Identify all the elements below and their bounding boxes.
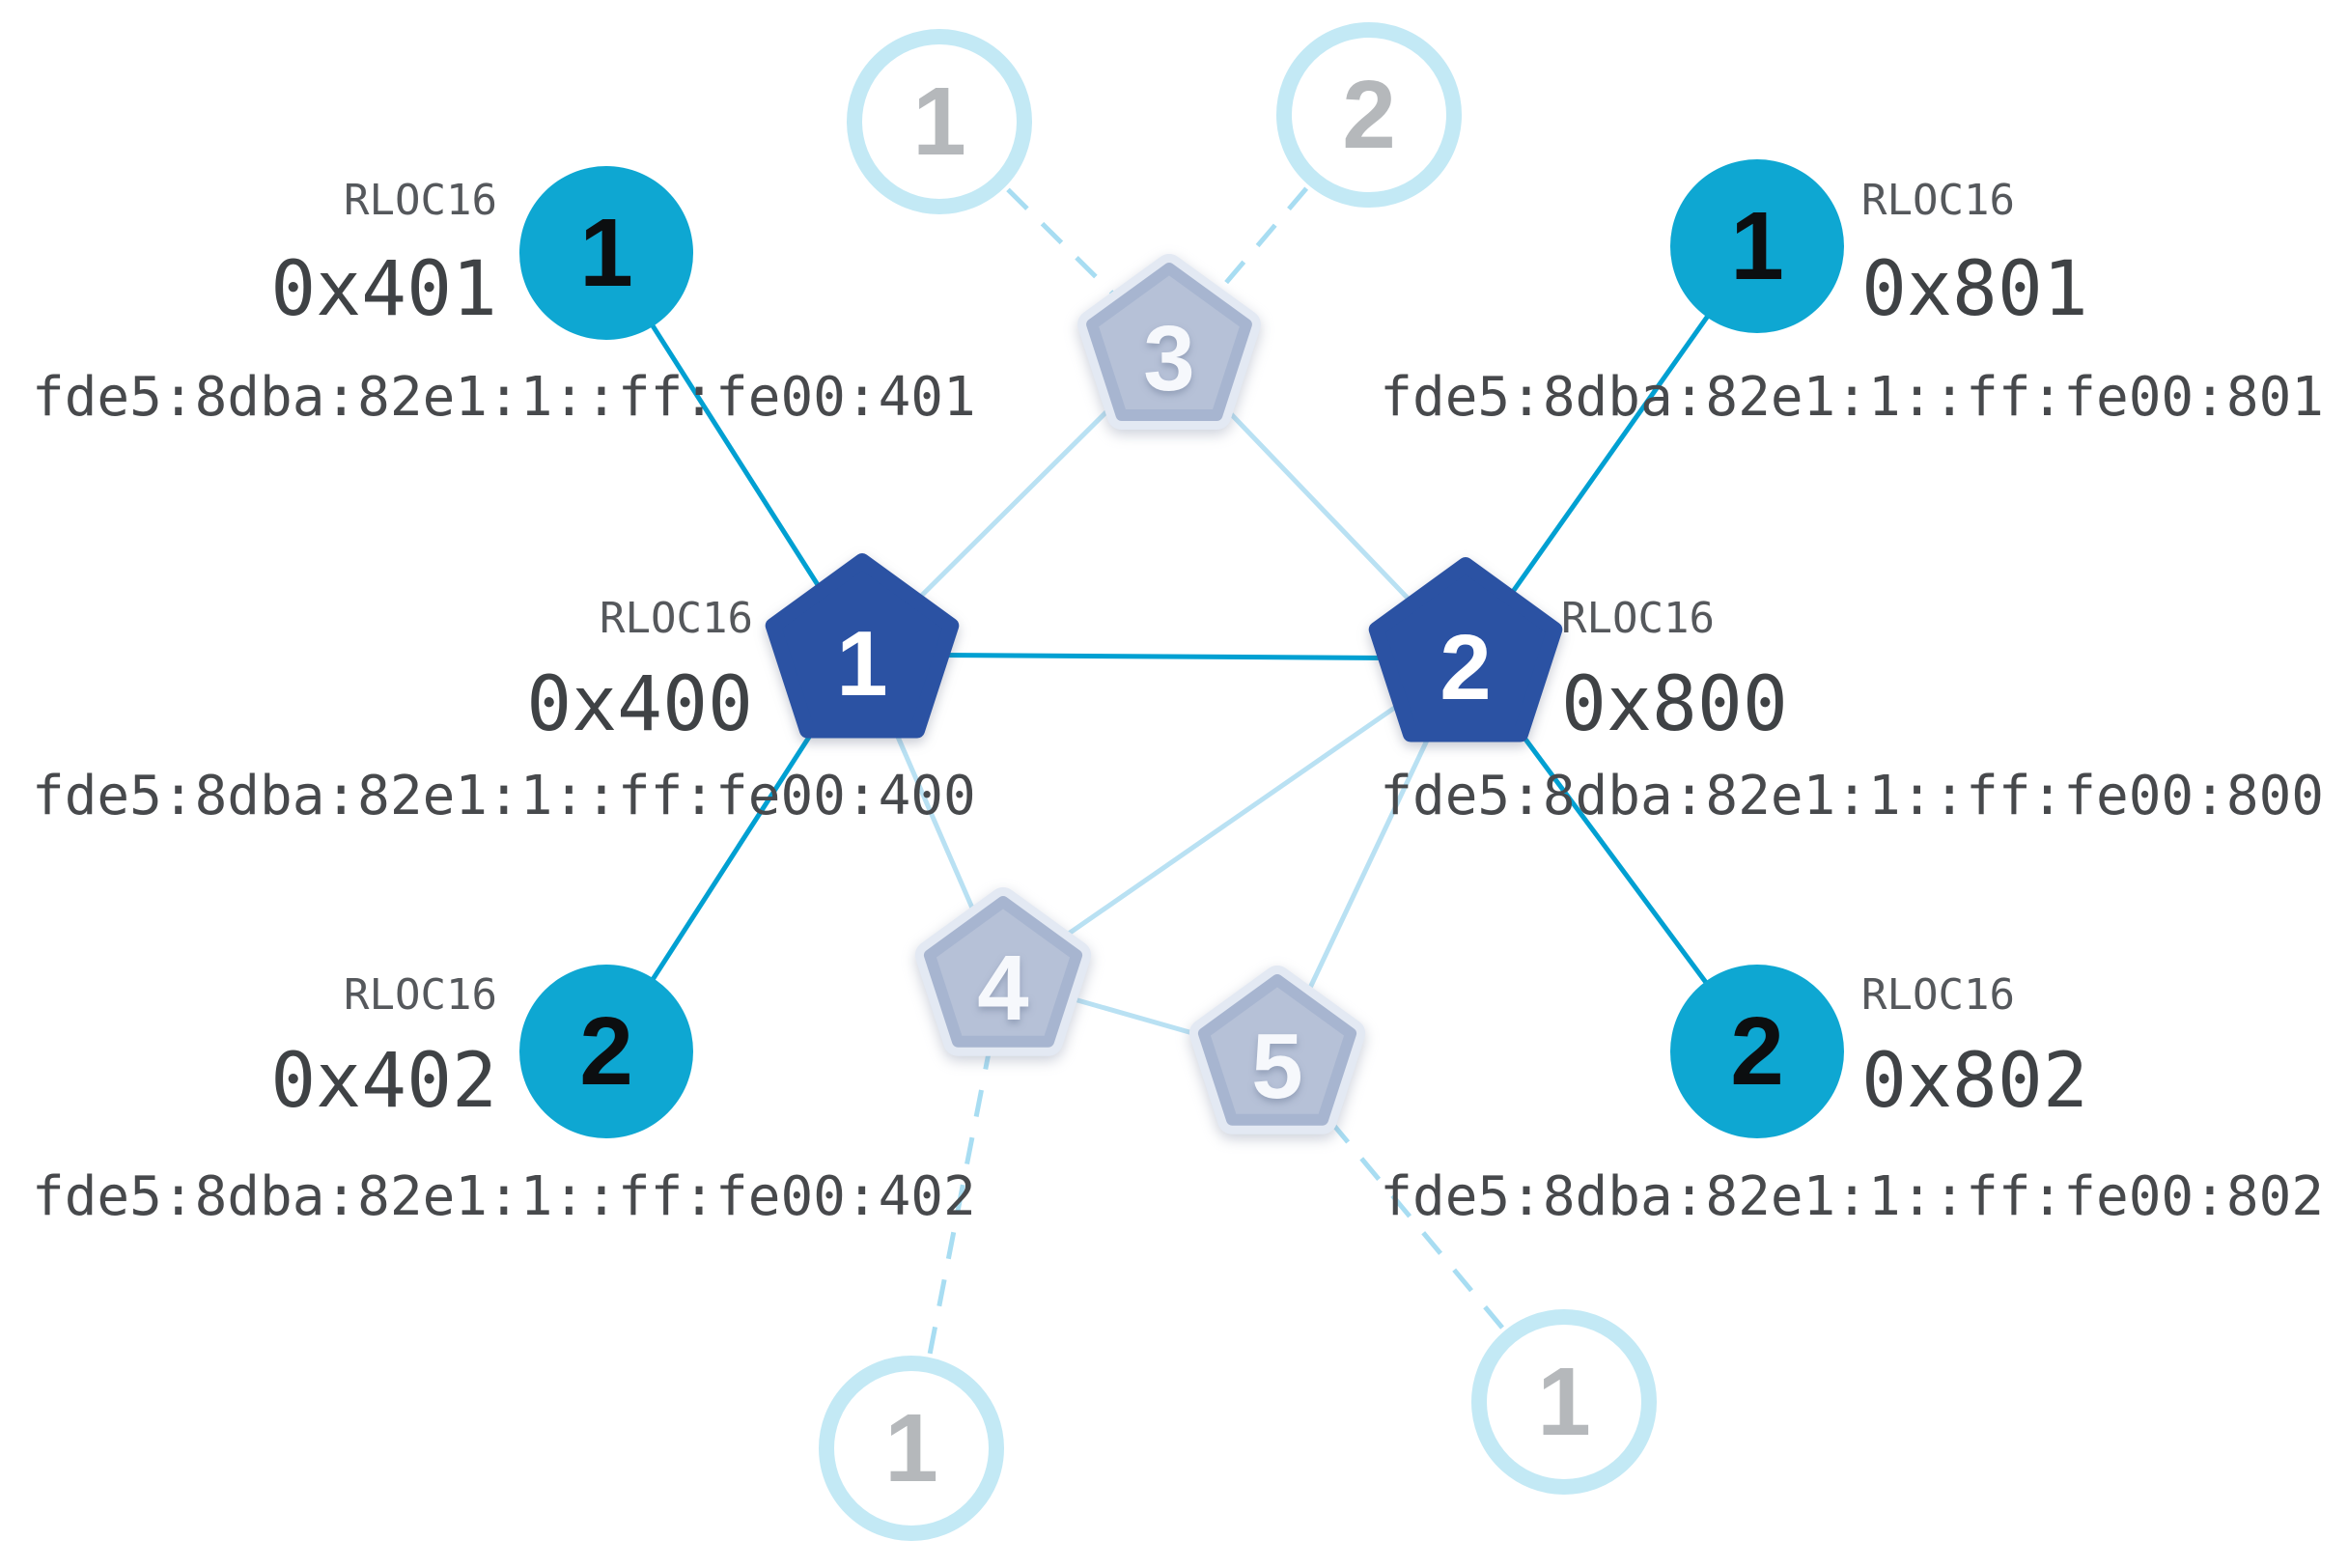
rloc16-value-0x802: 0x802: [1861, 1038, 2088, 1125]
node-badge: 2: [1440, 616, 1492, 719]
pentagon-icon: [765, 553, 960, 739]
faded-router-node-4: 4: [878, 854, 1129, 1105]
ipv6-address-0x802: fde5:8dba:82e1:1::ff:fe00:802: [1380, 1165, 2324, 1228]
link-router_2-router_4: [1001, 656, 1468, 982]
link-faded_child_bottom_left-router_4: [908, 978, 1006, 1449]
rloc16-caption-0x400: RLOC16: [600, 594, 753, 643]
faded-child-node-top-left: 1: [847, 29, 1032, 214]
pentagon-icon: [914, 887, 1092, 1056]
rloc16-caption-0x802: RLOC16: [1861, 970, 2015, 1020]
node-badge: 2: [579, 997, 633, 1106]
node-badge: 3: [1143, 307, 1195, 410]
faded-child-node-bottom-right: 1: [1471, 1309, 1657, 1495]
ipv6-address-0x402: fde5:8dba:82e1:1::ff:fe00:402: [32, 1165, 976, 1228]
router-node-0x400: 1: [737, 529, 988, 780]
node-badge: 5: [1251, 1015, 1303, 1118]
child-node-0x401: 1: [519, 166, 693, 340]
node-badge: 4: [977, 937, 1029, 1040]
ipv6-address-0x801: fde5:8dba:82e1:1::ff:fe00:801: [1380, 366, 2324, 429]
router-node-0x800: 2: [1340, 533, 1591, 784]
rloc16-caption-0x402: RLOC16: [344, 970, 497, 1020]
child-node-0x402: 2: [519, 965, 693, 1138]
node-badge: 2: [1730, 997, 1784, 1106]
node-badge: 1: [1537, 1348, 1591, 1456]
node-badge: 1: [1730, 192, 1784, 300]
rloc16-caption-0x801: RLOC16: [1861, 176, 2015, 225]
node-badge: 1: [836, 612, 888, 715]
link-router_1-router_2: [861, 652, 1467, 661]
rloc16-value-0x402: 0x402: [270, 1038, 497, 1125]
rloc16-caption-0x800: RLOC16: [1561, 594, 1715, 643]
ipv6-address-0x400: fde5:8dba:82e1:1::ff:fe00:400: [32, 765, 976, 827]
rloc16-caption-0x401: RLOC16: [344, 176, 497, 225]
faded-child-node-bottom-left: 1: [819, 1356, 1004, 1541]
child-node-0x802: 2: [1670, 965, 1844, 1138]
node-badge: 2: [1342, 61, 1396, 169]
ipv6-address-0x401: fde5:8dba:82e1:1::ff:fe00:401: [32, 366, 976, 429]
node-badge: 1: [912, 68, 966, 176]
node-badge: 1: [579, 199, 633, 307]
ipv6-address-0x800: fde5:8dba:82e1:1::ff:fe00:800: [1380, 765, 2324, 827]
faded-child-node-top-right: 2: [1276, 22, 1462, 208]
node-badge: 1: [884, 1394, 938, 1502]
rloc16-value-0x801: 0x801: [1861, 246, 2088, 333]
rloc16-value-0x401: 0x401: [270, 246, 497, 333]
pentagon-icon: [1368, 557, 1563, 742]
faded-router-node-3: 3: [1044, 224, 1295, 475]
rloc16-value-0x800: 0x800: [1561, 661, 1788, 748]
pentagon-icon: [1188, 966, 1366, 1134]
rloc16-value-0x400: 0x400: [526, 661, 753, 748]
faded-router-node-5: 5: [1152, 932, 1403, 1183]
child-node-0x801: 1: [1670, 159, 1844, 333]
pentagon-icon: [1077, 254, 1261, 430]
